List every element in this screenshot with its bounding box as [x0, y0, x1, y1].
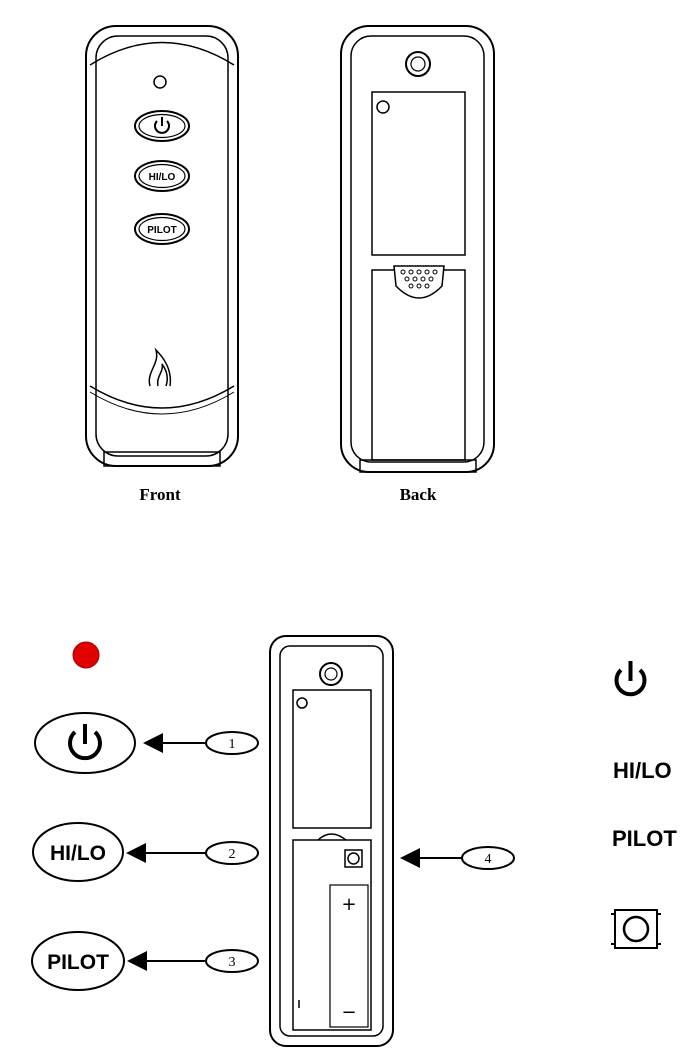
- pilot-button-front[interactable]: PILOT: [135, 214, 189, 244]
- power-button-enlarged[interactable]: [35, 713, 135, 773]
- remote-back-open-view: + −: [270, 636, 393, 1046]
- hanging-hole: [320, 663, 342, 685]
- callout-number-3: 3: [229, 955, 236, 970]
- battery-plus: +: [341, 894, 356, 915]
- learn-button[interactable]: [345, 850, 362, 867]
- pilot-label-front: PILOT: [147, 225, 176, 236]
- hilo-label-front: HI/LO: [149, 172, 176, 183]
- legend: HI/LO PILOT: [611, 661, 677, 948]
- indicator-light-red: [73, 642, 99, 668]
- battery-minus: −: [341, 1002, 356, 1023]
- hilo-button-front[interactable]: HI/LO: [135, 161, 189, 191]
- remote-back-view: Back: [341, 26, 494, 504]
- callout-arrow-4: 4: [402, 847, 514, 869]
- legend-pilot-label: PILOT: [612, 826, 677, 851]
- legend-power-icon: [616, 661, 644, 694]
- legend-learn-button-icon: [611, 910, 661, 948]
- callout-arrow-3: 3: [129, 950, 258, 972]
- callout-arrow-2: 2: [128, 842, 258, 864]
- hilo-button-enlarged[interactable]: HI/LO: [33, 823, 123, 881]
- hilo-label-enlarged: HI/LO: [50, 842, 106, 865]
- pilot-button-enlarged[interactable]: PILOT: [32, 932, 124, 990]
- callout-number-2: 2: [229, 847, 236, 862]
- callout-arrow-1: 1: [145, 732, 258, 754]
- indicator-light: [154, 76, 166, 88]
- pilot-label-enlarged: PILOT: [47, 951, 109, 974]
- front-caption: Front: [139, 485, 181, 504]
- back-caption: Back: [400, 485, 437, 504]
- legend-hilo-label: HI/LO: [613, 758, 672, 783]
- power-button-front[interactable]: [135, 111, 189, 141]
- callout-number-4: 4: [485, 852, 492, 867]
- hanging-hole: [406, 52, 430, 76]
- callout-number-1: 1: [229, 737, 236, 752]
- remote-front-view: HI/LO PILOT Front: [86, 26, 238, 504]
